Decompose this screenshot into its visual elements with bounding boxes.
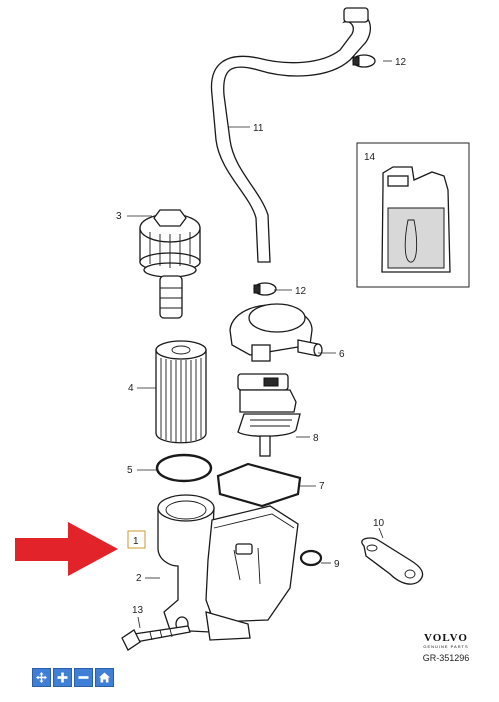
callout-11[interactable]: 11 xyxy=(253,123,264,134)
callout-2[interactable]: 2 xyxy=(136,573,142,584)
callout-4[interactable]: 4 xyxy=(128,383,134,394)
callout-1[interactable]: 1 xyxy=(133,536,139,547)
home-button[interactable] xyxy=(95,668,114,687)
callout-10[interactable]: 10 xyxy=(373,518,385,529)
home-icon xyxy=(99,672,110,683)
callout-8[interactable]: 8 xyxy=(313,433,319,444)
zoom-in-button[interactable] xyxy=(53,668,72,687)
brand-subtitle: GENUINE PARTS xyxy=(423,644,469,649)
brand-logo: VOLVO xyxy=(424,632,468,644)
callout-7[interactable]: 7 xyxy=(319,481,325,492)
move-button[interactable] xyxy=(32,668,51,687)
part-2-filter-housing[interactable] xyxy=(157,494,299,641)
part-14-oil-container-inset[interactable] xyxy=(356,142,470,288)
callout-12-lower[interactable]: 12 xyxy=(295,286,307,297)
part-10-double-gasket[interactable] xyxy=(361,537,424,585)
callout-9[interactable]: 9 xyxy=(334,559,340,570)
part-6-oil-trap-cover[interactable] xyxy=(229,303,323,362)
callout-6[interactable]: 6 xyxy=(339,349,345,360)
part-4-filter-element[interactable] xyxy=(155,340,207,444)
move-icon xyxy=(36,672,47,683)
part-13-bolt[interactable] xyxy=(121,625,191,651)
zoom-toolbar xyxy=(32,668,114,687)
callout-12-upper[interactable]: 12 xyxy=(395,57,407,68)
part-8-oil-separator[interactable] xyxy=(237,373,301,457)
leader-lines xyxy=(127,60,392,629)
part-12-lower-clamp[interactable] xyxy=(253,282,277,296)
callout-14[interactable]: 14 xyxy=(364,152,376,163)
part-11-hose[interactable] xyxy=(210,7,372,263)
part-7-gasket[interactable] xyxy=(216,462,302,508)
part-3-filter-cap[interactable] xyxy=(139,209,201,319)
part-9-seal[interactable] xyxy=(299,549,323,567)
callout-1-highlight-box xyxy=(127,530,146,549)
brand-block: VOLVO GENUINE PARTS GR-351296 xyxy=(400,632,492,663)
callout-3[interactable]: 3 xyxy=(116,211,122,222)
diagram-reference: GR-351296 xyxy=(422,653,470,663)
callout-13[interactable]: 13 xyxy=(132,605,144,616)
zoom-in-icon xyxy=(57,672,68,683)
zoom-out-button[interactable] xyxy=(74,668,93,687)
zoom-out-icon xyxy=(78,676,89,679)
part-5-o-ring[interactable] xyxy=(155,453,213,483)
part-12-upper-clamp[interactable] xyxy=(352,54,376,68)
callout-5[interactable]: 5 xyxy=(127,465,133,476)
red-pointer-arrow xyxy=(15,522,118,576)
